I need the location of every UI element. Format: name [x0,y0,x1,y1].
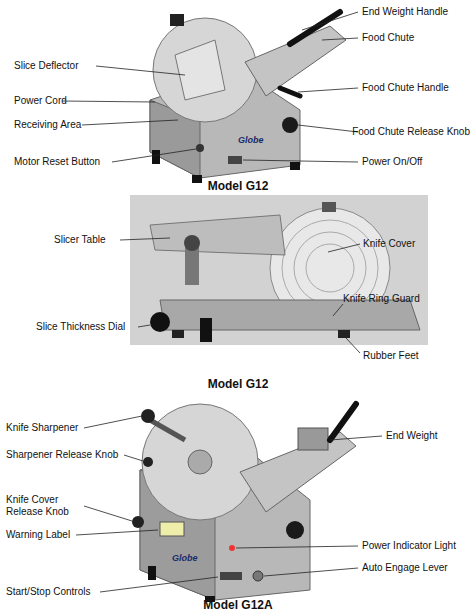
part-label: Power Cord [14,95,67,107]
slicer-g12-front [62,12,358,183]
part-label: Food Chute Handle [362,82,449,94]
part-label: Rubber Feet [363,350,419,362]
part-label: Food Chute Release Knob [352,126,470,138]
part-label: End Weight [386,430,438,442]
slicer-g12a-front [76,404,382,602]
part-label: Knife Sharpener [6,422,78,434]
part-label: Sharpener Release Knob [6,449,118,461]
part-label: End Weight Handle [362,6,448,18]
model-caption: Model G12 [138,180,338,192]
part-label: Auto Engage Lever [362,562,448,574]
model-caption: Model G12A [138,599,338,611]
part-label: Knife Cover Release Knob [6,494,84,518]
part-label: Receiving Area [14,119,81,131]
part-label: Power Indicator Light [362,540,456,552]
brand-logo: Globe [238,134,264,146]
part-label: Motor Reset Button [14,156,100,168]
model-caption: Model G12 [138,378,338,390]
part-label: Slice Thickness Dial [36,321,125,333]
slicer-g12-side [120,195,428,353]
part-label: Knife Ring Guard [343,293,420,305]
part-label: Food Chute [362,32,414,44]
part-label: Slicer Table [54,234,106,246]
part-label: Power On/Off [362,156,422,168]
brand-logo: Globe [172,552,198,564]
part-label: Start/Stop Controls [6,586,90,598]
part-label: Warning Label [6,529,70,541]
part-label: Knife Cover [363,238,415,250]
part-label: Slice Deflector [14,60,78,72]
